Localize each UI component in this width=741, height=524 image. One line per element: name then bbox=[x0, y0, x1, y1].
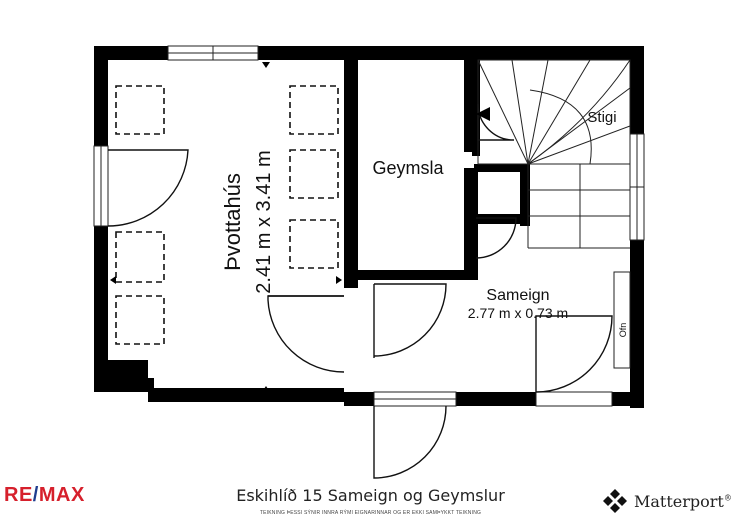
stairs-arrow-icon bbox=[476, 107, 490, 121]
remax-logo-part1: RE bbox=[4, 484, 33, 506]
storage-name: Geymsla bbox=[372, 158, 444, 178]
staircase bbox=[477, 59, 631, 249]
matterport-trademark: ® bbox=[723, 493, 732, 503]
remax-logo: RE/MAX bbox=[4, 484, 85, 507]
dimension-markers bbox=[110, 62, 342, 392]
remax-logo-slash: / bbox=[32, 484, 39, 506]
laundry-name: Þvottahús bbox=[220, 173, 245, 271]
footer-disclaimer: TEIKNING ÞESSI SÝNIR INNRA RÝMI EIGNARIN… bbox=[259, 510, 482, 516]
laundry-size: 2.41 m x 3.41 m bbox=[253, 150, 275, 293]
windows bbox=[93, 45, 645, 407]
common-size: 2.77 m x 0.73 m bbox=[468, 305, 568, 321]
matterport-logo: Matterport® bbox=[602, 488, 732, 514]
walls bbox=[94, 46, 644, 408]
oven-unit bbox=[613, 271, 631, 369]
oven-label: Ofn bbox=[618, 323, 628, 338]
footer-title: Eskihlíð 15 Sameign og Geymslur bbox=[236, 486, 505, 505]
appliance-outlines bbox=[115, 85, 339, 345]
stairs-name: Stigi bbox=[587, 109, 616, 126]
remax-logo-part2: MAX bbox=[38, 484, 85, 506]
matterport-name: Matterport bbox=[634, 491, 724, 511]
matterport-mark-icon bbox=[603, 489, 627, 513]
common-name: Sameign bbox=[486, 287, 549, 304]
